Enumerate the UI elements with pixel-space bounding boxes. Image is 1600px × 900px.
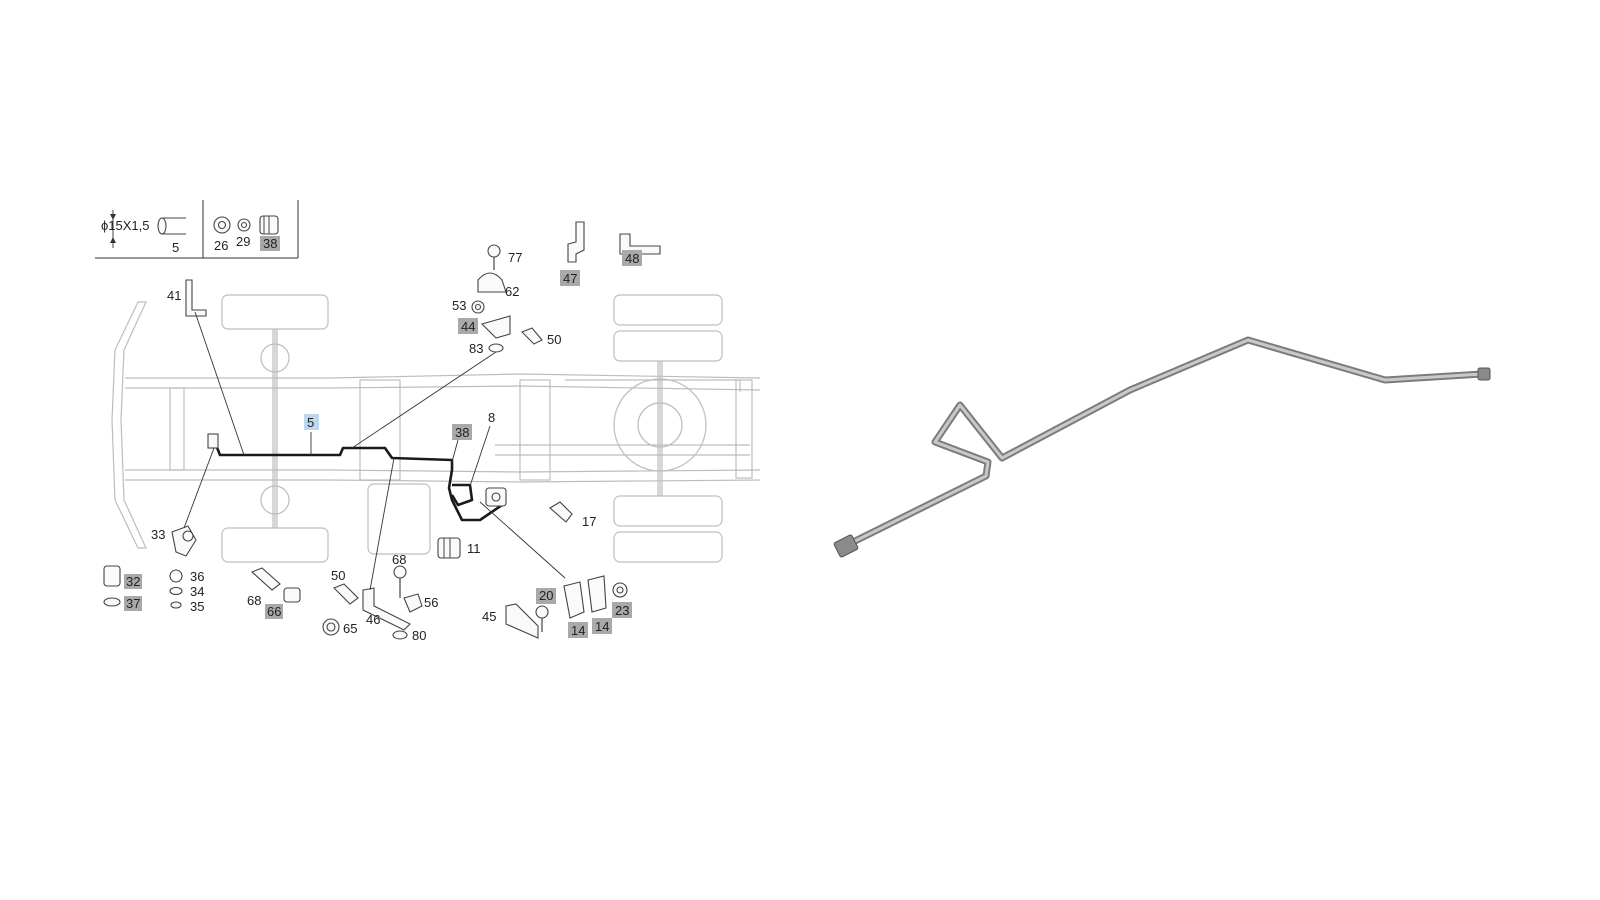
part-11-connector: 11 (437, 537, 481, 559)
kit-part-26: 26 (214, 238, 228, 253)
callout-48: 48 (625, 251, 639, 266)
callout-65: 65 (343, 621, 357, 636)
callout-23: 23 (615, 603, 629, 618)
pipe-part-label: 5 (172, 240, 179, 255)
chassis-frame (111, 294, 761, 563)
callout-62: 62 (505, 284, 519, 299)
callout-41: 41 (167, 288, 181, 303)
callout-37: 37 (126, 596, 140, 611)
callout-66: 66 (267, 604, 281, 619)
callout-14a: 14 (571, 623, 585, 638)
callout-68b: 68 (392, 552, 406, 567)
kit-part-38: 38 (263, 236, 277, 251)
callout-32: 32 (126, 574, 140, 589)
callout-47: 47 (563, 271, 577, 286)
callout-50b: 50 (547, 332, 561, 347)
part-clamp-cluster-20-23-14-45: 20 23 45 14 14 (482, 575, 632, 639)
part-top-cluster-clamp: 77 62 53 44 50 83 (351, 244, 561, 449)
pipe-legend: ϕ15X1,5 5 26 29 38 (95, 200, 299, 259)
callout-44: 44 (461, 319, 475, 334)
pipe-spec-label: ϕ15X1,5 (101, 218, 149, 233)
callout-83: 83 (469, 341, 483, 356)
callout-34: 34 (190, 584, 204, 599)
part-50-65-bolt-grommet: 50 65 (322, 568, 359, 636)
callout-77: 77 (508, 250, 522, 265)
part-36-34-35-nuts: 36 34 35 (169, 569, 204, 614)
part-33-elbow: 33 (151, 447, 215, 557)
part-48-bracket: 48 (619, 233, 661, 266)
part-47-bracket: 47 (560, 221, 585, 286)
callout-80: 80 (412, 628, 426, 643)
callout-14b: 14 (595, 619, 609, 634)
part-17-clip: 17 (479, 501, 596, 579)
part-46-56-68-80-bracket-assy: 46 68 56 80 (362, 457, 438, 643)
callout-17: 17 (582, 514, 596, 529)
callout-35: 35 (190, 599, 204, 614)
callout-11: 11 (467, 541, 481, 556)
callout-38-frame: 38 (451, 424, 472, 463)
callout-68a: 68 (247, 593, 261, 608)
callout-45: 45 (482, 609, 496, 624)
callout-56: 56 (424, 595, 438, 610)
kit-part-29: 29 (236, 234, 250, 249)
callout-50a: 50 (331, 568, 345, 583)
pipe-3d-render (833, 336, 1491, 558)
part-68-66-bolt-sleeve: 68 66 (247, 567, 301, 619)
callout-8: 8 (488, 410, 495, 425)
callout-20: 20 (539, 588, 553, 603)
part-32-37-fitting: 32 37 (103, 565, 142, 611)
callout-5-highlight: 5 (304, 414, 319, 455)
part-8-valve: 8 (469, 410, 507, 507)
callout-53: 53 (452, 298, 466, 313)
callout-5: 5 (307, 415, 314, 430)
callout-46: 46 (366, 612, 380, 627)
callout-33: 33 (151, 527, 165, 542)
callout-36: 36 (190, 569, 204, 584)
part-41-bracket: 41 (167, 279, 245, 456)
main-brake-pipe-route (207, 433, 506, 522)
callout-38: 38 (455, 425, 469, 440)
